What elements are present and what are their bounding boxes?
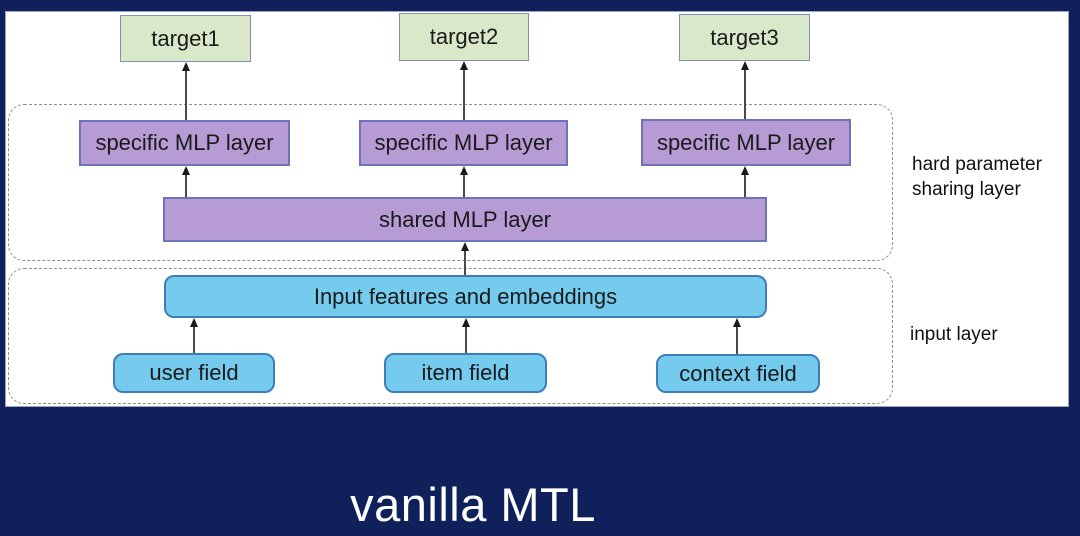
hard-parameter-sharing-group-frame [8, 104, 893, 261]
specific-mlp-layer-box-2: specific MLP layer [359, 120, 568, 166]
arrowhead-icon [733, 318, 741, 327]
input-features-box: Input features and embeddings [164, 275, 767, 318]
shared-mlp-layer-box: shared MLP layer [163, 197, 767, 242]
target1-box: target1 [120, 15, 251, 62]
arrow-shared-to-specific2 [459, 166, 469, 197]
arrow-shared-to-specific1 [181, 166, 191, 197]
target2-box: target2 [399, 13, 529, 61]
specific-mlp-layer-box-3: specific MLP layer [641, 119, 851, 166]
arrowhead-icon [460, 61, 468, 70]
arrow-specific2-to-target2 [459, 61, 469, 120]
arrow-specific3-to-target3 [740, 61, 750, 119]
user-field-box: user field [113, 353, 275, 393]
arrow-context-to-input [732, 318, 742, 354]
arrowhead-icon [741, 61, 749, 70]
arrowhead-icon [741, 166, 749, 175]
arrow-shared-to-specific3 [740, 166, 750, 197]
slide-caption: vanilla MTL [350, 478, 596, 531]
arrow-item-to-input [461, 318, 471, 353]
input-layer-group-frame [8, 268, 893, 404]
item-field-box: item field [384, 353, 547, 393]
arrowhead-icon [182, 62, 190, 71]
arrow-user-to-input [189, 318, 199, 353]
arrowhead-icon [462, 318, 470, 327]
arrowhead-icon [460, 166, 468, 175]
hard-parameter-sharing-layer-label: hard parameter sharing layer [912, 154, 1042, 200]
context-field-box: context field [656, 354, 820, 393]
arrowhead-icon [190, 318, 198, 327]
specific-mlp-layer-box-1: specific MLP layer [79, 120, 290, 166]
arrow-specific1-to-target1 [181, 62, 191, 120]
arrow-input-to-shared [460, 242, 470, 275]
input-layer-label: input layer [910, 324, 998, 345]
target3-box: target3 [679, 14, 810, 61]
arrowhead-icon [182, 166, 190, 175]
arrowhead-icon [461, 242, 469, 251]
